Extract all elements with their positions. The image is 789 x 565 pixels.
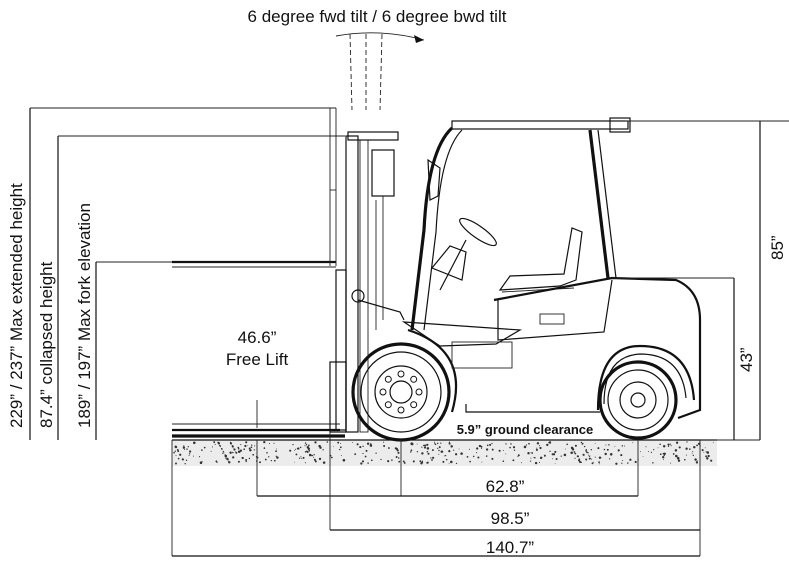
raised-fork (172, 108, 337, 268)
ground-clearance-label: 5.9” ground clearance (457, 422, 594, 437)
length-dimensions: 62.8” 98.5” 140.7” (171, 432, 701, 557)
free-lift-label: Free Lift (226, 350, 289, 369)
rear-wheel (598, 360, 678, 440)
free-lift-value: 46.6” (238, 328, 277, 347)
max-fork-elevation-label: 189” / 197” Max fork elevation (75, 203, 94, 428)
tilt-arrow-icon (414, 35, 424, 43)
operator-area (431, 217, 583, 293)
max-extended-height-label: 229” / 237” Max extended height (7, 183, 26, 428)
seat-height-label: 43” (737, 347, 756, 372)
left-height-dimensions: 229” / 237” Max extended height 87.4” co… (7, 107, 345, 440)
tilt-label: 6 degree fwd tilt / 6 degree bwd tilt (248, 7, 507, 26)
mast (329, 131, 405, 433)
free-lift: 46.6” Free Lift (226, 328, 289, 428)
front-wheel (351, 342, 451, 442)
ground (172, 439, 717, 466)
overhead-guard-height-label: 85” (768, 235, 787, 260)
right-height-dimensions: 85” 43” (612, 121, 787, 441)
overall-length-label: 140.7” (486, 538, 535, 557)
lowered-fork (172, 423, 345, 438)
tilt-indicator: 6 degree fwd tilt / 6 degree bwd tilt (248, 7, 507, 111)
wheelbase-label: 62.8” (486, 477, 525, 496)
collapsed-height-label: 87.4” collapsed height (37, 261, 56, 428)
length-to-fork-face-label: 98.5” (491, 509, 530, 528)
overhead-guard (410, 117, 789, 331)
